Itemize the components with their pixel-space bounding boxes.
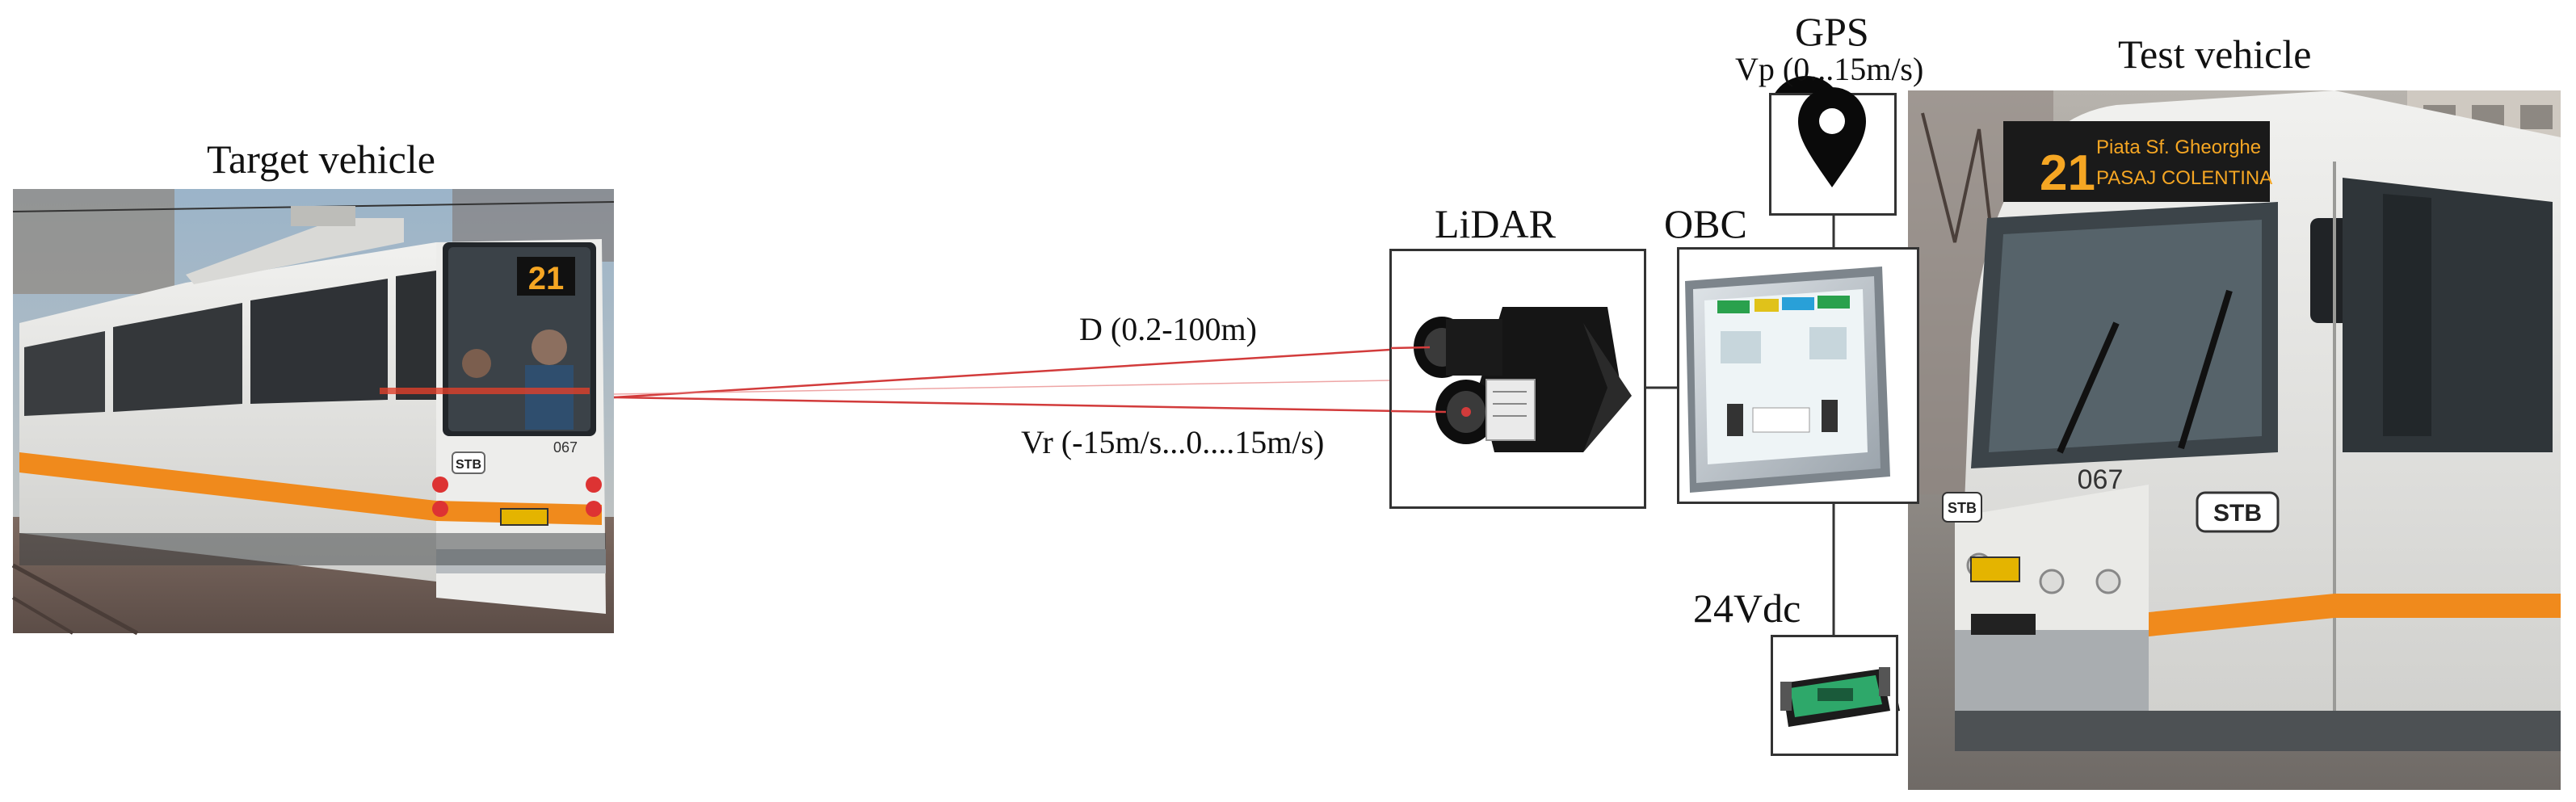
test-brand-logo-side: STB bbox=[2196, 491, 2280, 533]
target-route-number: 21 bbox=[528, 261, 565, 296]
gps-label: GPS bbox=[1795, 9, 1869, 54]
svg-text:STB: STB bbox=[1948, 500, 1977, 516]
obc-label: OBC bbox=[1664, 201, 1747, 246]
test-brand-logo-left: STB bbox=[1942, 492, 1982, 523]
obc-box bbox=[1677, 247, 1919, 504]
connection-lines bbox=[1645, 215, 1835, 638]
target-fleet-number: 067 bbox=[553, 439, 578, 456]
relative-speed-label: Vr (-15m/s...0....15m/s) bbox=[1021, 424, 1325, 460]
test-fleet-number: 067 bbox=[2078, 464, 2124, 495]
test-route-number: 21 bbox=[2040, 145, 2095, 201]
lidar-label: LiDAR bbox=[1435, 201, 1556, 246]
test-vehicle-photo: 21 Piata Sf. Gheorghe PASAJ COLENTINA ST… bbox=[1908, 90, 2561, 790]
gps-speed-label: Vp (0...15m/s) bbox=[1735, 51, 1924, 87]
svg-text:STB: STB bbox=[2213, 500, 2262, 527]
test-display-line-1: Piata Sf. Gheorghe bbox=[2096, 136, 2261, 158]
laser-beams bbox=[613, 346, 1447, 414]
target-brand-logo: STB bbox=[456, 458, 481, 472]
test-vehicle-label: Test vehicle bbox=[2118, 31, 2312, 77]
target-vehicle-label: Target vehicle bbox=[207, 136, 435, 182]
target-vehicle-photo: 21 STB 067 bbox=[11, 189, 615, 636]
power-supply-box bbox=[1771, 635, 1898, 756]
distance-label: D (0.2-100m) bbox=[1079, 311, 1257, 347]
test-display-line-2: PASAJ COLENTINA bbox=[2096, 167, 2272, 189]
lidar-box bbox=[1389, 249, 1646, 509]
power-supply-label: 24Vdc bbox=[1693, 586, 1801, 631]
gps-box bbox=[1769, 93, 1897, 216]
